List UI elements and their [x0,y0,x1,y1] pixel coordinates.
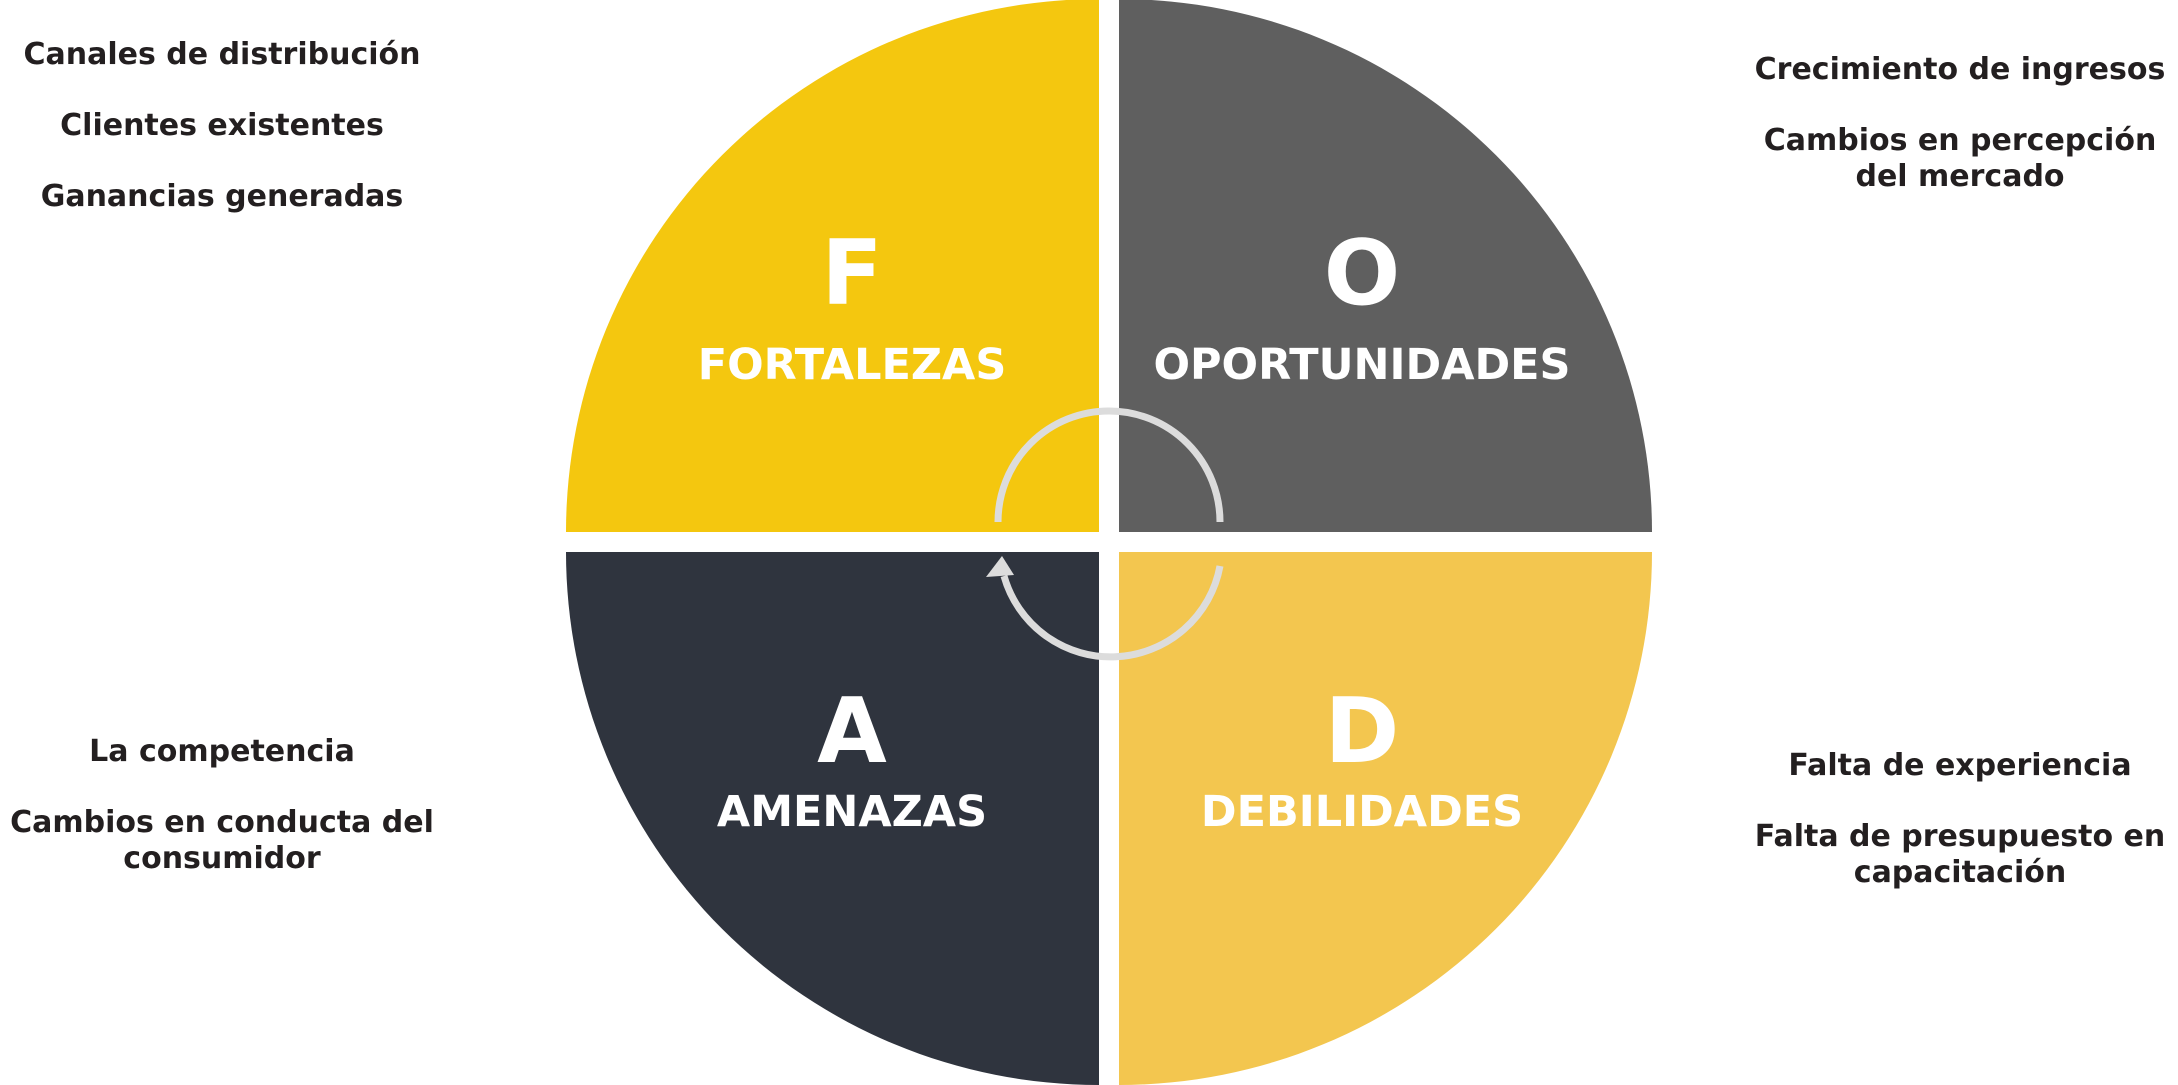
quadrant-oportunidades [1119,0,1652,532]
label-debilidades: DEBILIDADES [1201,787,1523,837]
list-item: Falta de experiencia [1788,748,2132,783]
quadrant-fortalezas [566,0,1099,532]
list-item: Ganancias generadas [40,179,404,214]
debilidades-list: Falta de experiencia Falta de presupuest… [1740,748,2178,926]
quadrant-amenazas [566,552,1099,1085]
letter-d: D [1325,679,1400,784]
letter-a: A [817,679,887,784]
oportunidades-list: Crecimiento de ingresos Cambios en perce… [1740,52,2178,230]
letter-f: F [821,221,882,326]
letter-o: O [1324,221,1401,326]
list-item: Canales de distribución [23,37,421,72]
label-amenazas: AMENAZAS [717,787,987,837]
label-oportunidades: OPORTUNIDADES [1153,340,1570,390]
list-item: Crecimiento de ingresos [1754,52,2166,87]
cycle-arrow-icon [986,407,1224,661]
label-fortalezas: FORTALEZAS [698,340,1007,390]
quadrant-debilidades [1119,552,1652,1085]
list-item: Falta de presupuesto en capacitación [1754,819,2166,890]
list-item: Cambios en conducta del consumidor [10,805,434,876]
list-item: La competencia [89,734,355,769]
amenazas-list: La competencia Cambios en conducta del c… [2,734,442,912]
fortalezas-list: Canales de distribución Clientes existen… [2,37,442,250]
list-item: Cambios en percepción del mercado [1763,123,2157,194]
list-item: Clientes existentes [60,108,384,143]
